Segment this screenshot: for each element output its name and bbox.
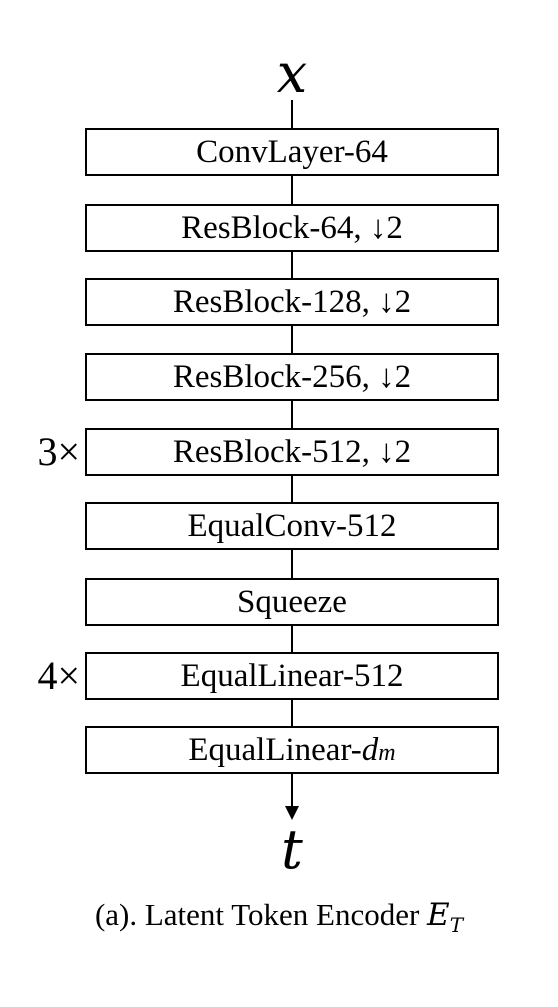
output-arrowhead — [285, 806, 299, 820]
block-label-symbol: dm — [362, 732, 396, 768]
output-variable: t — [281, 818, 303, 881]
connector-line — [291, 626, 293, 652]
block-resblock-256: ResBlock-256, ↓2 — [85, 353, 499, 401]
block-equallinear-dm: EqualLinear-dm — [85, 726, 499, 774]
connector-line — [291, 176, 293, 204]
repeat-count-label: 4× — [37, 653, 80, 698]
block-squeeze: Squeeze — [85, 578, 499, 626]
figure-caption: (a). Latent Token Encoder ET — [0, 895, 558, 945]
block-label: EqualConv-512 — [187, 507, 397, 544]
connector-line — [291, 100, 293, 128]
block-label: ConvLayer-64 — [196, 133, 388, 170]
block-label: Squeeze — [237, 583, 347, 620]
output-arrow-line — [291, 774, 293, 808]
input-variable: x — [276, 42, 308, 105]
block-resblock-64: ResBlock-64, ↓2 — [85, 204, 499, 252]
block-label-prefix: EqualLinear- — [188, 731, 362, 768]
block-label: EqualLinear-512 — [180, 657, 404, 694]
connector-line — [291, 550, 293, 578]
connector-line — [291, 401, 293, 428]
caption-symbol-letter: E — [427, 897, 450, 933]
connector-line — [291, 326, 293, 353]
connector-line — [291, 252, 293, 278]
connector-line — [291, 700, 293, 726]
dimension-subscript: m — [378, 739, 396, 766]
caption-symbol: ET — [427, 897, 463, 937]
block-resblock-128: ResBlock-128, ↓2 — [85, 278, 499, 326]
block-equalconv-512: EqualConv-512 — [85, 502, 499, 550]
block-label: ResBlock-256, ↓2 — [172, 358, 412, 395]
caption-text: (a). Latent Token Encoder — [94, 897, 428, 932]
caption-symbol-subscript: T — [449, 913, 464, 938]
block-label: ResBlock-64, ↓2 — [181, 209, 403, 246]
connector-line — [291, 476, 293, 502]
block-label: EqualLinear-dm — [188, 732, 395, 769]
block-equallinear-512: EqualLinear-512 — [85, 652, 499, 700]
dimension-symbol: d — [361, 731, 379, 768]
block-resblock-512: ResBlock-512, ↓2 — [85, 428, 499, 476]
block-label: ResBlock-512, ↓2 — [172, 433, 412, 470]
block-label: ResBlock-128, ↓2 — [172, 283, 412, 320]
repeat-count-label: 3× — [37, 429, 80, 474]
block-convlayer-64: ConvLayer-64 — [85, 128, 499, 176]
